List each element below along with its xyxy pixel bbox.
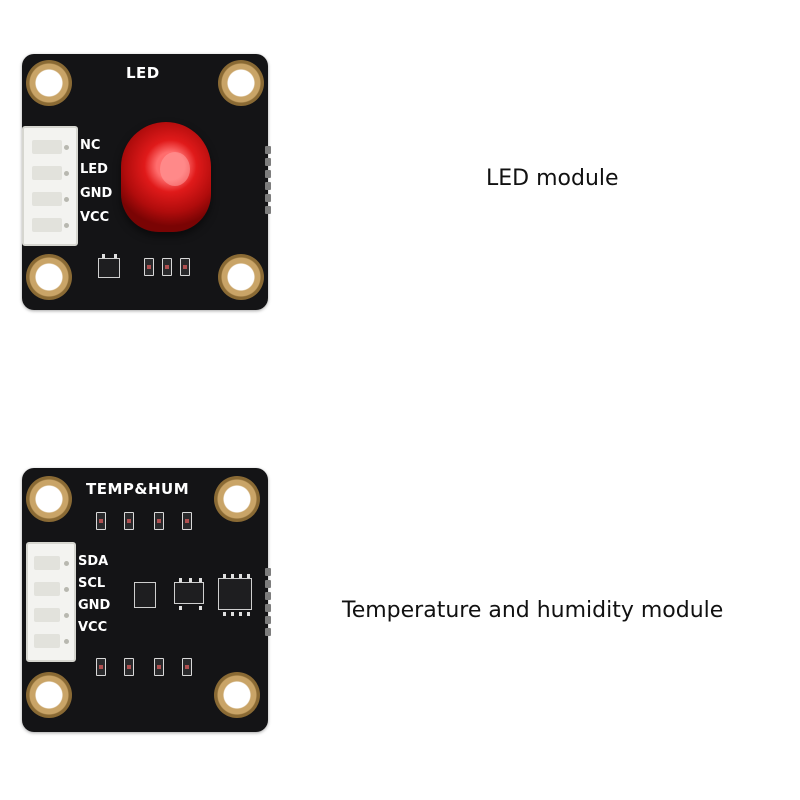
- resistor: [124, 512, 134, 530]
- pin-label: SDA: [78, 554, 109, 569]
- connector: [22, 126, 78, 246]
- resistor: [124, 658, 134, 676]
- resistor: [96, 658, 106, 676]
- connector: [26, 542, 76, 662]
- sensor-chip: [134, 582, 156, 608]
- board-title: LED: [126, 64, 160, 82]
- pin-label: GND: [80, 186, 113, 201]
- mounting-hole: [214, 672, 260, 718]
- resistor: [144, 258, 154, 276]
- resistor: [96, 512, 106, 530]
- mounting-hole: [218, 60, 264, 106]
- resistor: [162, 258, 172, 276]
- regulator-chip: [174, 578, 204, 610]
- mounting-hole: [26, 476, 72, 522]
- resistor: [182, 512, 192, 530]
- mounting-hole: [26, 672, 72, 718]
- temp-hum-module-caption: Temperature and humidity module: [342, 598, 724, 623]
- led-module-caption: LED module: [486, 166, 619, 191]
- mounting-hole: [218, 254, 264, 300]
- board-title: TEMP&HUM: [86, 480, 190, 498]
- mounting-hole: [26, 254, 72, 300]
- mounting-hole: [214, 476, 260, 522]
- pin-label: VCC: [80, 210, 110, 225]
- pin-label: GND: [78, 598, 111, 613]
- resistor: [180, 258, 190, 276]
- temp-hum-module-photo: TEMP&HUM SDA SCL GND VCC: [22, 468, 271, 732]
- resistor: [154, 658, 164, 676]
- resistor: [182, 658, 192, 676]
- pin-label: LED: [80, 162, 108, 177]
- led-highlight: [160, 152, 190, 186]
- resistor: [154, 512, 164, 530]
- mounting-hole: [26, 60, 72, 106]
- pin-label: NC: [80, 138, 101, 153]
- transistor-chip: [98, 254, 120, 278]
- pin-label: VCC: [78, 620, 108, 635]
- pin-label: SCL: [78, 576, 106, 591]
- level-shifter-chip: [218, 574, 252, 616]
- led-module-photo: LED NC LED GND VCC: [22, 54, 271, 310]
